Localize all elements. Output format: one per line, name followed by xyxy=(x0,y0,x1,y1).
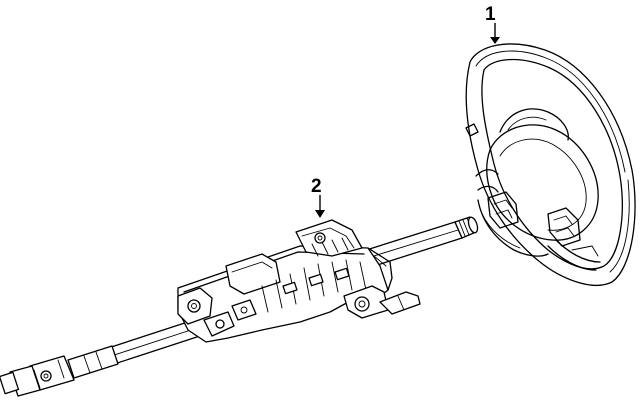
steering-wheel-left-spoke xyxy=(475,169,499,177)
universal-joint xyxy=(0,355,75,397)
steering-wheel-upper-spoke xyxy=(499,108,569,141)
callout-1-arrowhead xyxy=(490,37,500,44)
column-upper-shaft xyxy=(359,216,479,269)
callout-2[interactable]: 2 xyxy=(311,176,325,218)
column-housing xyxy=(177,219,421,343)
steering-wheel-lower-spoke xyxy=(555,239,601,263)
steering-wheel-hub xyxy=(486,124,599,241)
column-lower-shaft xyxy=(67,317,207,379)
callout-2-arrowhead xyxy=(315,210,325,218)
steering-wheel-left-buttons xyxy=(487,191,519,229)
callout-1[interactable]: 1 xyxy=(485,4,500,44)
steering-column[interactable] xyxy=(0,216,479,397)
callout-2-label: 2 xyxy=(311,176,322,197)
steering-wheel-rim-outer xyxy=(465,43,636,286)
steering-wheel-rim-inner xyxy=(481,58,623,270)
steering-wheel-rim-edge xyxy=(475,50,626,173)
callout-1-label: 1 xyxy=(485,4,496,25)
steering-wheel-paddle xyxy=(465,123,479,137)
steering-wheel[interactable] xyxy=(465,43,636,286)
steering-wheel-right-buttons xyxy=(547,207,581,247)
